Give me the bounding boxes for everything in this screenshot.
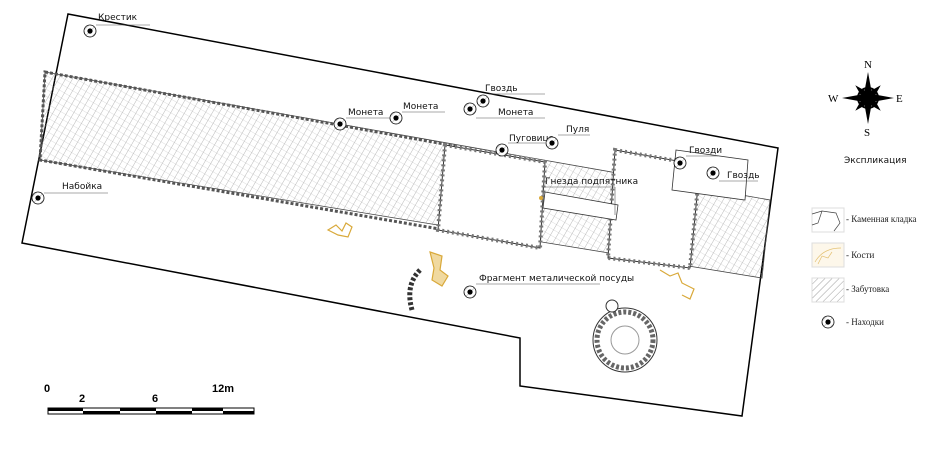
legend-item-masonry: - Каменная кладка [811,207,917,233]
find-metal-vessel-fragment: Фрагмент металической посуды [463,274,634,299]
svg-text:Пуговица: Пуговица [509,134,554,144]
bone-scatter [326,222,695,300]
scale-tick-label: 12m [212,383,234,395]
svg-text:Гвозди: Гвозди [689,146,722,156]
compass-rose-icon: N S E W [828,59,903,139]
scale-tick-label: 0 [44,383,50,395]
find-gvozdi: Гвозди [673,146,722,170]
legend-item-finds: - Находки [821,315,884,329]
svg-text:Фрагмент металической посуды: Фрагмент металической посуды [479,274,634,284]
find-krestik: Крестик [83,13,150,38]
legend-item-rubble-fill: - Забутовка [811,277,889,303]
find-gvozd-2: Гвоздь [706,166,760,182]
scale-tick-label: 2 [79,393,85,405]
find-pulya: Пуля [545,125,590,150]
svg-text:N: N [864,59,872,71]
svg-text:- Каменная кладка: - Каменная кладка [846,214,917,224]
excavation-boundary [21,13,779,417]
door-sockets-label: Гнезда подпятника [539,177,638,215]
svg-text:Гвоздь: Гвоздь [485,84,518,94]
svg-text:S: S [864,127,870,139]
wall-band [38,70,771,279]
legend-title: Экспликация [844,156,907,166]
svg-text:- Забутовка: - Забутовка [846,284,889,294]
svg-text:- Кости: - Кости [846,250,874,260]
svg-text:Крестик: Крестик [98,13,138,23]
svg-text:Набойка: Набойка [62,182,102,192]
find-naboyka: Набойка [31,182,108,205]
svg-text:Гвоздь: Гвоздь [727,171,760,181]
svg-text:Пуля: Пуля [566,125,589,135]
svg-text:Гнезда подпятника: Гнезда подпятника [545,177,638,187]
svg-text:- Находки: - Находки [846,317,884,327]
legend-item-bones: - Кости [811,242,874,268]
stone-arc [407,268,422,311]
svg-text:E: E [896,93,903,105]
find-pugovitsa: Пуговица [495,134,554,157]
scale-tick-label: 6 [152,393,158,405]
round-stone-feature [592,299,658,373]
scale-bar: 0 2 6 12m [44,383,255,415]
svg-text:Монета: Монета [403,102,438,112]
svg-text:Монета: Монета [498,108,533,118]
find-moneta-3: Монета [463,102,545,119]
find-moneta-2: Монета [389,102,445,125]
svg-text:Монета: Монета [348,108,383,118]
find-moneta-1: Монета [333,108,390,131]
find-gvozd-1: Гвоздь [476,84,545,108]
svg-text:W: W [828,93,839,105]
